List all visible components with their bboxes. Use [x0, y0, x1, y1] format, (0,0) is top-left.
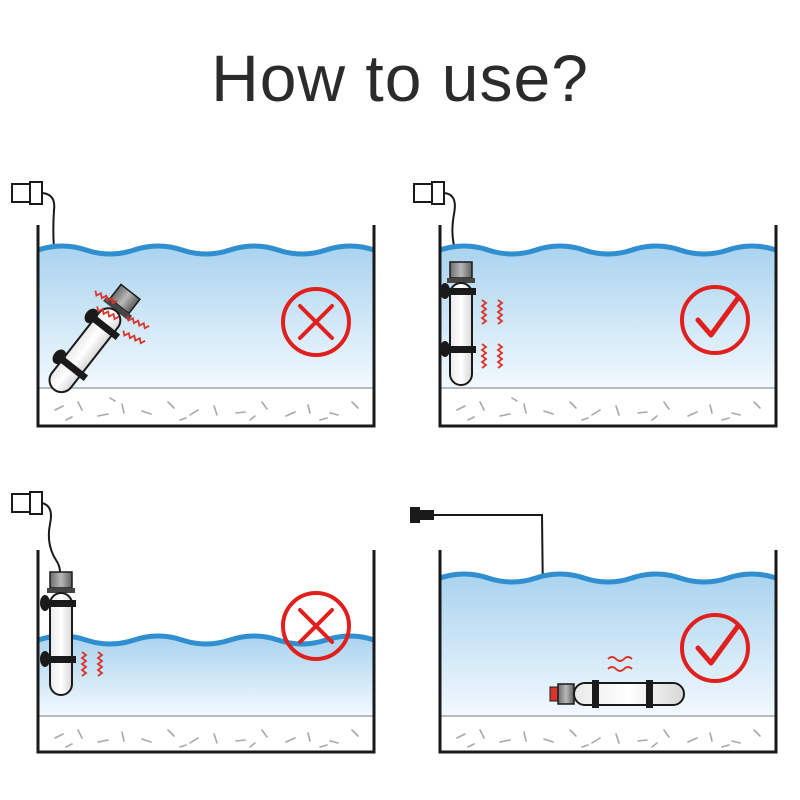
heater-vertical [440, 261, 476, 386]
panel-horizontal-heater [410, 507, 778, 754]
tank-outline [36, 225, 376, 428]
correct-mark-icon [680, 285, 750, 355]
heat-waves-icon [607, 656, 633, 672]
plug-icon [413, 181, 445, 205]
panel-vertical-heater [413, 181, 778, 428]
power-cord [41, 502, 61, 573]
water [439, 243, 777, 388]
gravel [38, 715, 374, 752]
plug-icon [11, 491, 43, 515]
gravel [440, 715, 776, 752]
gravel [440, 387, 776, 426]
wrong-mark-icon [281, 287, 351, 357]
heat-waves-icon [480, 299, 504, 369]
gravel [38, 387, 374, 426]
tank-outline [438, 225, 778, 428]
wrong-mark-icon [281, 591, 351, 661]
heater-diagonal [48, 283, 141, 394]
water [439, 571, 777, 716]
water [37, 633, 375, 716]
panel-angled-heater [11, 181, 376, 428]
panel-low-water [11, 491, 376, 754]
plug-icon [11, 181, 43, 205]
heater-vertical-exposed [40, 571, 76, 696]
heat-waves-icon [80, 651, 104, 677]
page-title: How to use? [211, 41, 589, 115]
water [37, 243, 375, 388]
tank-outline [438, 550, 778, 754]
heat-waves-icon [94, 290, 150, 345]
heater-horizontal [549, 680, 685, 708]
plug-icon [410, 507, 434, 523]
tank-outline [36, 550, 376, 754]
correct-mark-icon [680, 613, 750, 683]
